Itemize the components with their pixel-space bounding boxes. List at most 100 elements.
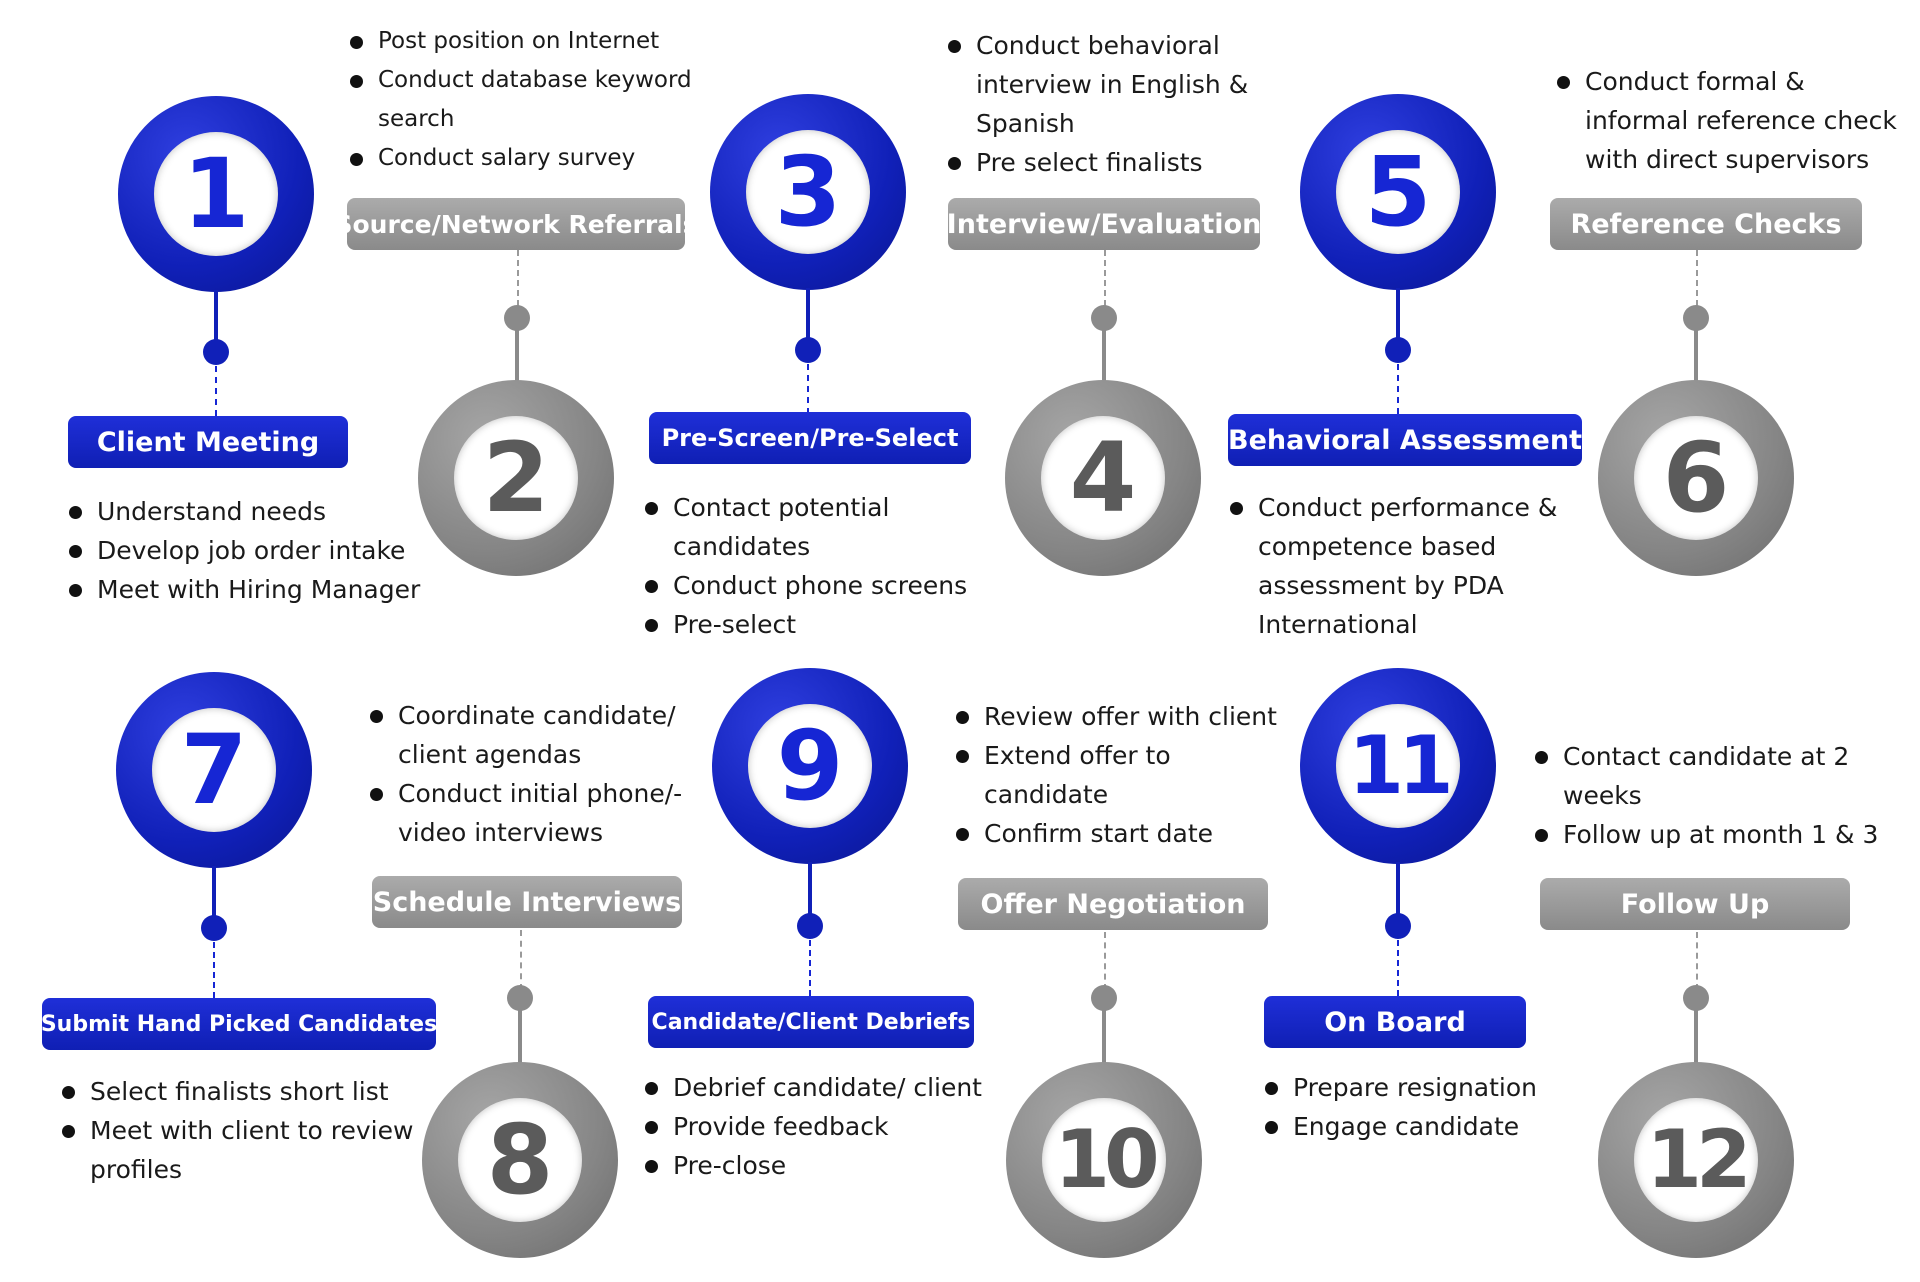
list-item: Debrief candidate/ client bbox=[643, 1068, 1003, 1107]
step-7-dash bbox=[213, 942, 215, 998]
step-10-dash bbox=[1104, 932, 1106, 990]
list-item: Conduct phone screens bbox=[643, 566, 1003, 605]
step-1-number: 1 bbox=[154, 132, 278, 256]
step-5-dot bbox=[1385, 337, 1411, 363]
list-item: Contact candidate at 2 weeks bbox=[1533, 737, 1893, 815]
step-2-dot bbox=[504, 305, 530, 331]
step-8-connector bbox=[518, 1010, 522, 1068]
step-7-dot bbox=[201, 915, 227, 941]
step-6-dot bbox=[1683, 305, 1709, 331]
step-6-connector bbox=[1694, 330, 1698, 386]
list-item: Pre-close bbox=[643, 1146, 1003, 1185]
list-item: Conduct performance & competence based a… bbox=[1228, 488, 1568, 644]
list-item: Post position on Internet bbox=[348, 22, 708, 61]
step-1-title: Client Meeting bbox=[68, 416, 348, 468]
step-4-title: Interview/Evaluation bbox=[947, 198, 1261, 250]
step-8-number: 8 bbox=[458, 1098, 582, 1222]
list-item: Conduct initial phone/-video interviews bbox=[368, 774, 708, 852]
list-item: Understand needs bbox=[67, 492, 427, 531]
step-6-circle: 6 bbox=[1598, 380, 1794, 576]
step-3-bullets: Contact potential candidates Conduct pho… bbox=[643, 488, 1003, 644]
list-item: Conduct formal & informal reference chec… bbox=[1555, 62, 1915, 179]
list-item: Meet with client to review profiles bbox=[60, 1111, 430, 1189]
step-11-dot bbox=[1385, 913, 1411, 939]
list-item: Conduct database keyword search bbox=[348, 61, 708, 139]
step-4-bullets: Conduct behavioral interview in English … bbox=[946, 26, 1266, 182]
list-item: Conduct salary survey bbox=[348, 139, 708, 178]
step-5-circle: 5 bbox=[1300, 94, 1496, 290]
step-7-circle: 7 bbox=[116, 672, 312, 868]
step-2-number: 2 bbox=[454, 416, 578, 540]
step-1-connector bbox=[214, 290, 218, 352]
list-item: Pre select finalists bbox=[946, 143, 1266, 182]
step-8-title: Schedule Interviews bbox=[372, 876, 682, 928]
step-11-bullets: Prepare resignation Engage candidate bbox=[1263, 1068, 1603, 1146]
step-9-title: Candidate/Client Debriefs bbox=[648, 996, 974, 1048]
step-10-dot bbox=[1091, 985, 1117, 1011]
step-4-number: 4 bbox=[1041, 416, 1165, 540]
step-3-circle: 3 bbox=[710, 94, 906, 290]
step-12-title: Follow Up bbox=[1540, 878, 1850, 930]
list-item: Select finalists short list bbox=[60, 1072, 430, 1111]
step-1-bullets: Understand needs Develop job order intak… bbox=[67, 492, 427, 609]
step-10-circle: 10 bbox=[1006, 1062, 1202, 1258]
list-item: Coordinate candidate/ client agendas bbox=[368, 696, 708, 774]
step-7-number: 7 bbox=[152, 708, 276, 832]
step-6-number: 6 bbox=[1634, 416, 1758, 540]
step-5-dash bbox=[1397, 364, 1399, 414]
step-7-title: Submit Hand Picked Candidates bbox=[41, 998, 437, 1050]
step-5-title: Behavioral Assessment bbox=[1228, 414, 1582, 466]
list-item: Confirm start date bbox=[954, 814, 1294, 853]
step-11-circle: 11 bbox=[1300, 668, 1496, 864]
step-2-bullets: Post position on Internet Conduct databa… bbox=[348, 22, 708, 178]
step-8-bullets: Coordinate candidate/ client agendas Con… bbox=[368, 696, 708, 852]
step-9-dot bbox=[797, 913, 823, 939]
step-11-dash bbox=[1397, 940, 1399, 996]
step-9-dash bbox=[809, 940, 811, 996]
list-item: Provide feedback bbox=[643, 1107, 1003, 1146]
step-12-dot bbox=[1683, 985, 1709, 1011]
step-3-dash bbox=[807, 364, 809, 414]
step-2-connector bbox=[515, 330, 519, 386]
list-item: Extend offer to candidate bbox=[954, 736, 1294, 814]
step-3-number: 3 bbox=[746, 130, 870, 254]
step-9-bullets: Debrief candidate/ client Provide feedba… bbox=[643, 1068, 1003, 1185]
list-item: Contact potential candidates bbox=[643, 488, 1003, 566]
step-10-connector bbox=[1102, 1010, 1106, 1068]
step-6-title: Reference Checks bbox=[1550, 198, 1862, 250]
step-4-dash bbox=[1104, 250, 1106, 306]
list-item: Prepare resignation bbox=[1263, 1068, 1603, 1107]
step-2-circle: 2 bbox=[418, 380, 614, 576]
step-10-title: Offer Negotiation bbox=[958, 878, 1268, 930]
step-2-title: Source/Network Referrals bbox=[335, 198, 698, 250]
step-9-circle: 9 bbox=[712, 668, 908, 864]
step-3-title: Pre-Screen/Pre-Select bbox=[649, 412, 971, 464]
list-item: Follow up at month 1 & 3 bbox=[1533, 815, 1893, 854]
step-8-circle: 8 bbox=[422, 1062, 618, 1258]
list-item: Pre-select bbox=[643, 605, 1003, 644]
step-4-circle: 4 bbox=[1005, 380, 1201, 576]
step-12-number: 12 bbox=[1634, 1098, 1758, 1222]
step-9-connector bbox=[808, 862, 812, 926]
step-2-dash bbox=[517, 250, 519, 306]
step-12-connector bbox=[1694, 1010, 1698, 1068]
step-3-connector bbox=[806, 288, 810, 350]
step-5-number: 5 bbox=[1336, 130, 1460, 254]
list-item: Meet with Hiring Manager bbox=[67, 570, 427, 609]
step-9-number: 9 bbox=[748, 704, 872, 828]
step-1-dash bbox=[215, 366, 217, 416]
step-5-connector bbox=[1396, 288, 1400, 350]
step-10-number: 10 bbox=[1042, 1098, 1166, 1222]
step-12-dash bbox=[1696, 932, 1698, 990]
step-6-dash bbox=[1696, 250, 1698, 306]
step-4-connector bbox=[1102, 330, 1106, 386]
step-12-bullets: Contact candidate at 2 weeks Follow up a… bbox=[1533, 737, 1893, 854]
list-item: Develop job order intake bbox=[67, 531, 427, 570]
step-1-dot bbox=[203, 339, 229, 365]
step-11-title: On Board bbox=[1264, 996, 1526, 1048]
step-1-circle: 1 bbox=[118, 96, 314, 292]
step-12-circle: 12 bbox=[1598, 1062, 1794, 1258]
step-4-dot bbox=[1091, 305, 1117, 331]
step-7-connector bbox=[212, 866, 216, 928]
list-item: Conduct behavioral interview in English … bbox=[946, 26, 1266, 143]
